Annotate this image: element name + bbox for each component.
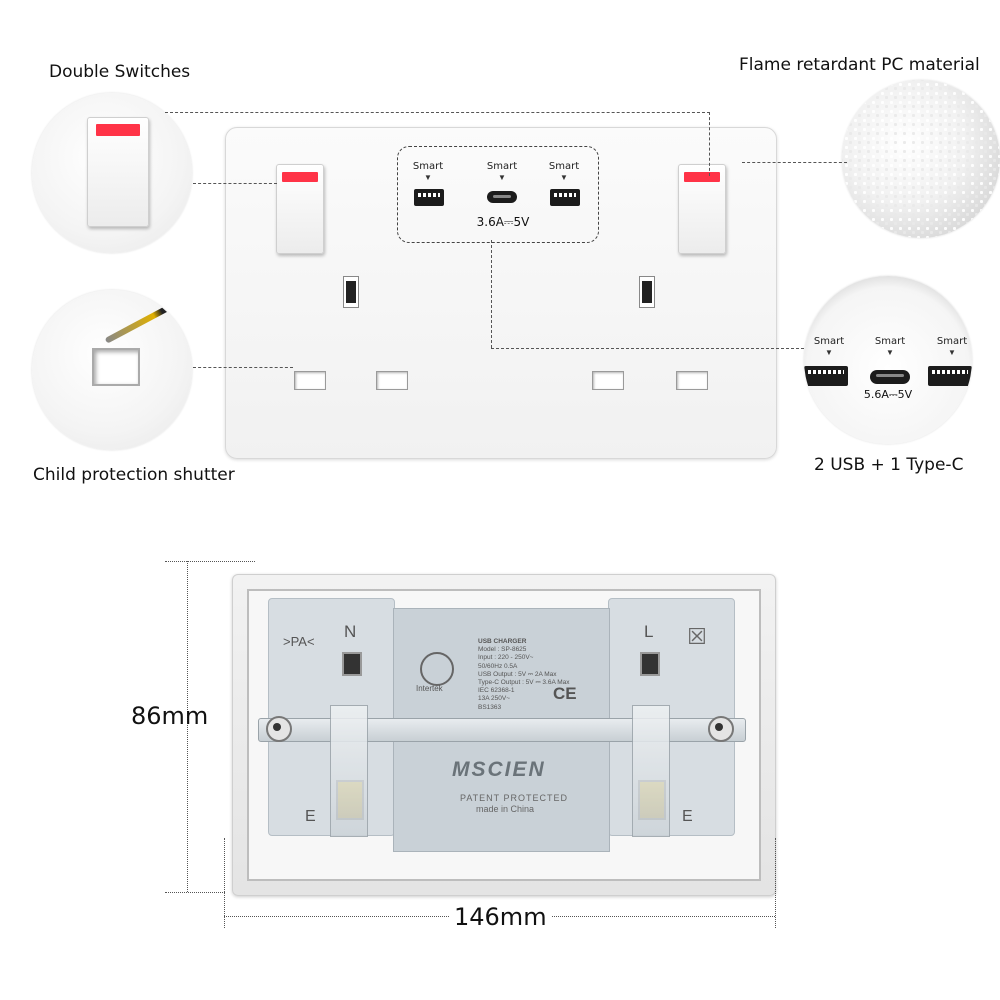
left-earth-mark: E (305, 808, 316, 825)
zoom-usb-a-left-port (804, 366, 848, 386)
screwdriver-icon (104, 296, 187, 344)
spec-line: IEC 62368-1 (478, 687, 515, 695)
left-mounting-screw-icon (266, 716, 292, 742)
right-switch-indicator (684, 172, 720, 182)
usb-zoom-circle: Smart ▼ Smart ▼ Smart ▼ 5.6A⎓5V (804, 276, 972, 444)
live-mark: L (644, 622, 654, 641)
left-neutral-slot (294, 371, 326, 390)
zoom-usb-a-left-arrow: ▼ (825, 348, 833, 357)
width-dim-right-tick (775, 838, 776, 928)
zoom-usb-c-label: Smart (874, 336, 906, 347)
usb-a-right-label: Smart (548, 161, 580, 172)
usb-c-arrow: ▼ (498, 173, 506, 182)
height-dimension: 86mm (131, 702, 209, 730)
right-switch[interactable] (678, 164, 726, 254)
right-live-slot (676, 371, 708, 390)
zoom-usb-output-rating: 5.6A⎓5V (863, 388, 913, 401)
pa-mark: >PA< (283, 634, 315, 649)
spec-line: Input : 220 - 250V~ (478, 654, 534, 662)
right-mounting-screw-icon (708, 716, 734, 742)
certification-mark-text: Intertek (416, 684, 443, 693)
spec-text-block: USB CHARGER Model : SP-8625 Input : 220 … (478, 638, 578, 712)
zoom-usb-a-right-port (928, 366, 972, 386)
leader-switch-top-drop (709, 112, 710, 176)
ce-mark: CE (553, 684, 577, 703)
usb-a-left-port[interactable] (414, 189, 444, 206)
zoom-switch (87, 117, 149, 227)
right-earth-slot (639, 276, 655, 308)
leader-material (742, 162, 847, 163)
double-switches-label: Double Switches (49, 62, 191, 82)
shutter-slot (92, 348, 140, 386)
zoom-usb-c-arrow: ▼ (886, 348, 894, 357)
leader-usb-drop (491, 240, 492, 348)
shutter-zoom-circle (32, 290, 192, 450)
spec-line: USB Output : 5V ⎓ 2A Max (478, 670, 557, 678)
width-dim-left-tick (224, 838, 225, 928)
height-dim-line (187, 561, 188, 892)
switch-zoom-circle (32, 93, 192, 253)
leader-usb-right (491, 348, 804, 349)
left-switch-indicator (282, 172, 318, 182)
right-clamp (632, 705, 670, 837)
usb-c-port[interactable] (487, 191, 517, 203)
left-earth-slot (343, 276, 359, 308)
height-dim-bottom-tick (165, 892, 225, 893)
left-live-slot (376, 371, 408, 390)
right-live-terminal (640, 652, 660, 676)
brand-logo: MSCIEN (452, 758, 546, 781)
weee-bin-icon: ☒ (687, 624, 707, 649)
flame-retardant-label: Flame retardant PC material (739, 55, 980, 75)
pellets-texture (842, 80, 1000, 238)
material-zoom-circle (842, 80, 1000, 238)
right-neutral-slot (592, 371, 624, 390)
socket-front-plate: Smart ▼ Smart ▼ Smart ▼ 3.6A⎓5V (225, 127, 777, 459)
left-clamp (330, 705, 368, 837)
leader-switch-left (193, 183, 277, 184)
spec-line: 50/60Hz 0.5A (478, 662, 518, 670)
spec-line: BS1363 (478, 703, 502, 711)
left-neutral-terminal (342, 652, 362, 676)
zoom-usb-a-left-label: Smart (813, 336, 845, 347)
zoom-usb-a-right-arrow: ▼ (948, 348, 956, 357)
usb-a-right-port[interactable] (550, 189, 580, 206)
usb-typec-label: 2 USB + 1 Type-C (814, 455, 964, 475)
usb-c-label: Smart (486, 161, 518, 172)
spec-line: Type-C Output : 5V ⎓ 3.6A Max (478, 679, 570, 687)
zoom-switch-indicator (96, 124, 140, 136)
neutral-mark: N (344, 622, 357, 641)
spec-line: USB CHARGER (478, 638, 527, 645)
leader-switch-top (165, 112, 710, 113)
height-dim-top-tick (165, 561, 255, 562)
usb-panel: Smart ▼ Smart ▼ Smart ▼ 3.6A⎓5V (397, 146, 599, 243)
child-protection-label: Child protection shutter (33, 465, 235, 485)
zoom-usb-a-right-label: Smart (936, 336, 968, 347)
usb-a-right-arrow: ▼ (560, 173, 568, 182)
made-in-text: made in China (476, 804, 535, 814)
patent-text: PATENT PROTECTED (460, 793, 569, 803)
width-dimension: 146mm (450, 903, 551, 931)
zoom-usb-c-port (870, 370, 910, 384)
usb-output-rating: 3.6A⎓5V (476, 215, 530, 229)
spec-line: Model : SP-8625 (478, 646, 527, 654)
usb-a-left-arrow: ▼ (424, 173, 432, 182)
right-earth-mark: E (682, 808, 693, 825)
usb-a-left-label: Smart (412, 161, 444, 172)
certification-mark-icon (420, 652, 454, 686)
leader-shutter (193, 367, 293, 368)
spec-line: 13A 250V~ (478, 695, 510, 703)
left-switch[interactable] (276, 164, 324, 254)
